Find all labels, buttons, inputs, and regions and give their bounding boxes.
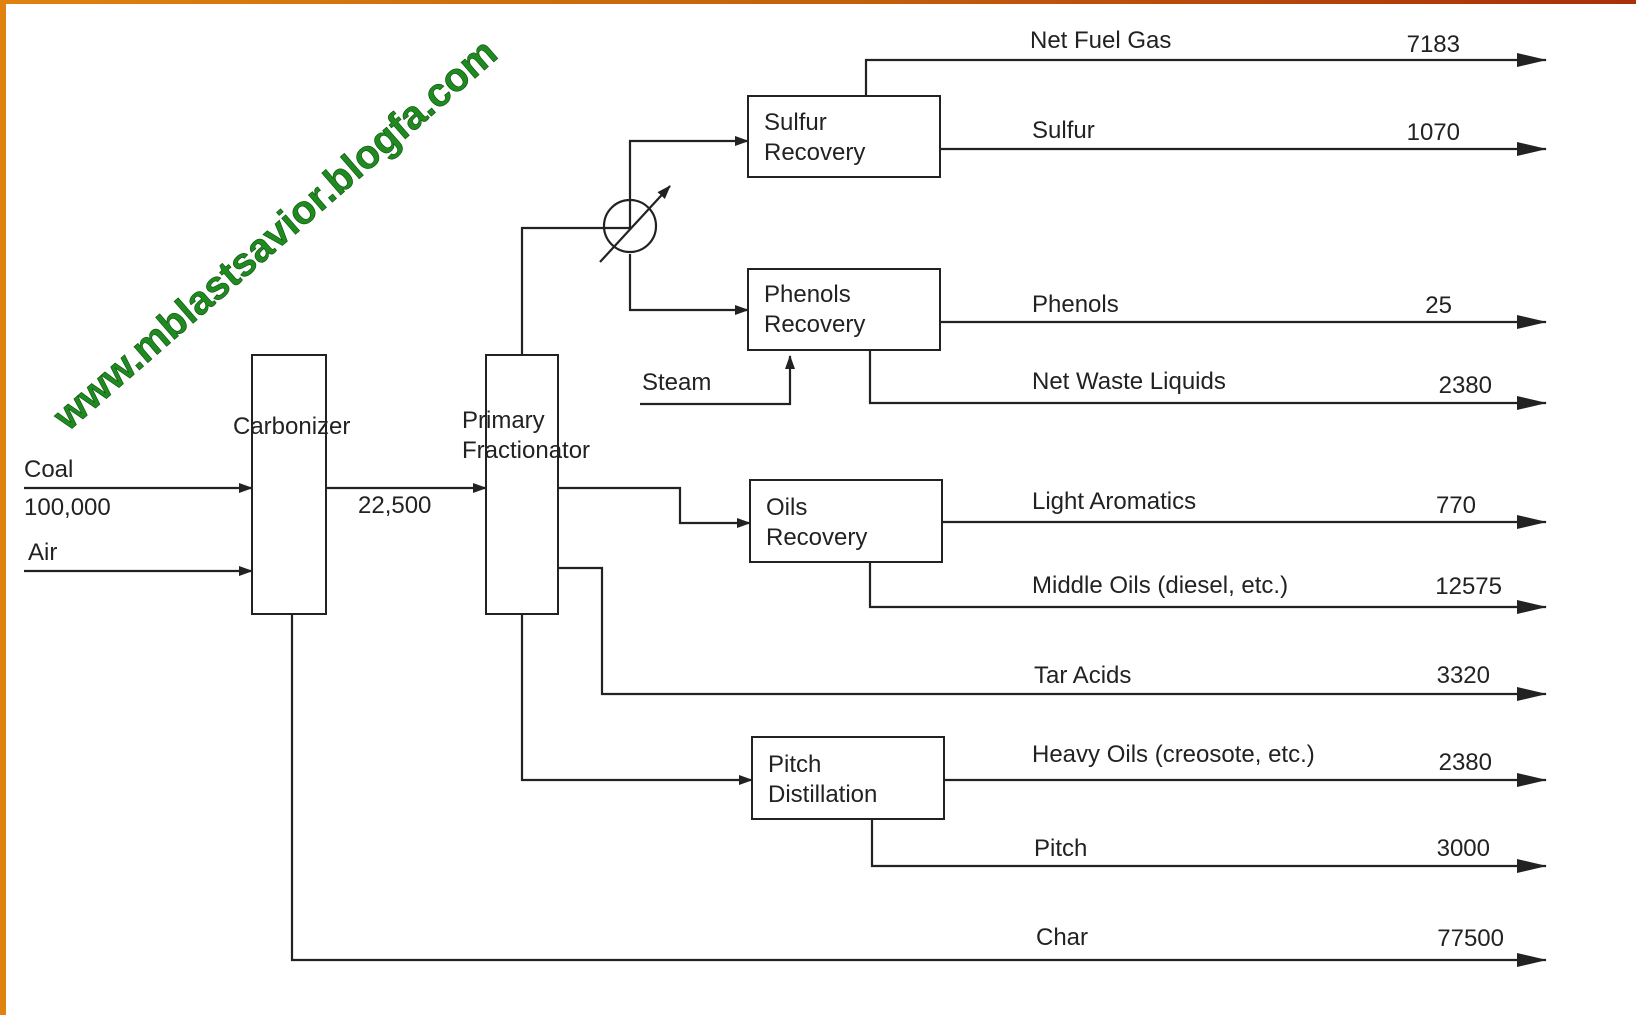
heat-exchanger-symbol (602, 198, 658, 254)
oils-recovery-label-1: Oils (766, 494, 807, 521)
primary-fractionator-box (485, 354, 559, 615)
oils-recovery-label-2: Recovery (766, 524, 867, 551)
diagram-canvas: Carbonizer Primary Fractionator Sulfur R… (6, 4, 1636, 1015)
pitch-distillation-label-2: Distillation (768, 781, 877, 808)
product-name: Char (1036, 924, 1088, 951)
product-name: Sulfur (1032, 117, 1095, 144)
product-name: Net Waste Liquids (1032, 368, 1226, 395)
sulfur-recovery-label-2: Recovery (764, 139, 865, 166)
carbonizer-label: Carbonizer (233, 413, 350, 440)
flow-diagram: Carbonizer Primary Fractionator Sulfur R… (24, 27, 1547, 967)
product-name: Light Aromatics (1032, 488, 1196, 515)
tar-acids-line (558, 566, 1547, 701)
product-name: Heavy Oils (creosote, etc.) (1032, 741, 1315, 768)
net-waste-liquids-line (868, 350, 1547, 410)
pitch-distillation-label-1: Pitch (768, 751, 821, 778)
product-value: 2380 (1439, 749, 1492, 776)
product-value: 25 (1425, 292, 1452, 319)
product-value: 1070 (1407, 119, 1460, 146)
product-value: 7183 (1407, 31, 1460, 58)
product-name: Net Fuel Gas (1030, 27, 1171, 54)
to-sulfur-line (628, 136, 749, 204)
phenols-recovery-label-1: Phenols (764, 281, 851, 308)
phenols-recovery-label-2: Recovery (764, 311, 865, 338)
middle-oils-line (868, 562, 1547, 614)
product-name: Middle Oils (diesel, etc.) (1032, 572, 1288, 599)
fractionator-label-1: Primary (462, 407, 545, 434)
overhead-line (520, 204, 632, 355)
pitch-product-line (870, 819, 1547, 873)
product-value: 2380 (1439, 372, 1492, 399)
coal-label: Coal (24, 456, 73, 483)
air-label: Air (28, 539, 57, 566)
sulfur-recovery-box (747, 95, 941, 178)
phenols-recovery-box (747, 268, 941, 351)
product-value: 770 (1436, 492, 1476, 519)
net-fuel-gas-line (864, 53, 1547, 96)
product-value: 3000 (1437, 835, 1490, 862)
to-phenols-line (628, 254, 749, 315)
sulfur-recovery-label-1: Sulfur (764, 109, 827, 136)
steam-line (640, 355, 795, 406)
to-oils-line (558, 486, 751, 528)
steam-label: Steam (642, 369, 711, 396)
to-pitch-distillation-line (520, 614, 753, 785)
carbonizer-box (251, 354, 327, 615)
oils-recovery-box (749, 479, 943, 563)
product-value: 12575 (1435, 573, 1502, 600)
intermediate-flow-value: 22,500 (358, 492, 431, 519)
heat-exchanger-arrow (599, 185, 671, 263)
product-name: Phenols (1032, 291, 1119, 318)
product-value: 77500 (1437, 925, 1504, 952)
char-line (290, 614, 1547, 967)
coal-value: 100,000 (24, 494, 111, 521)
product-name: Pitch (1034, 835, 1087, 862)
product-value: 3320 (1437, 662, 1490, 689)
product-name: Tar Acids (1034, 662, 1131, 689)
pitch-distillation-box (751, 736, 945, 820)
fractionator-label-2: Fractionator (462, 437, 590, 464)
